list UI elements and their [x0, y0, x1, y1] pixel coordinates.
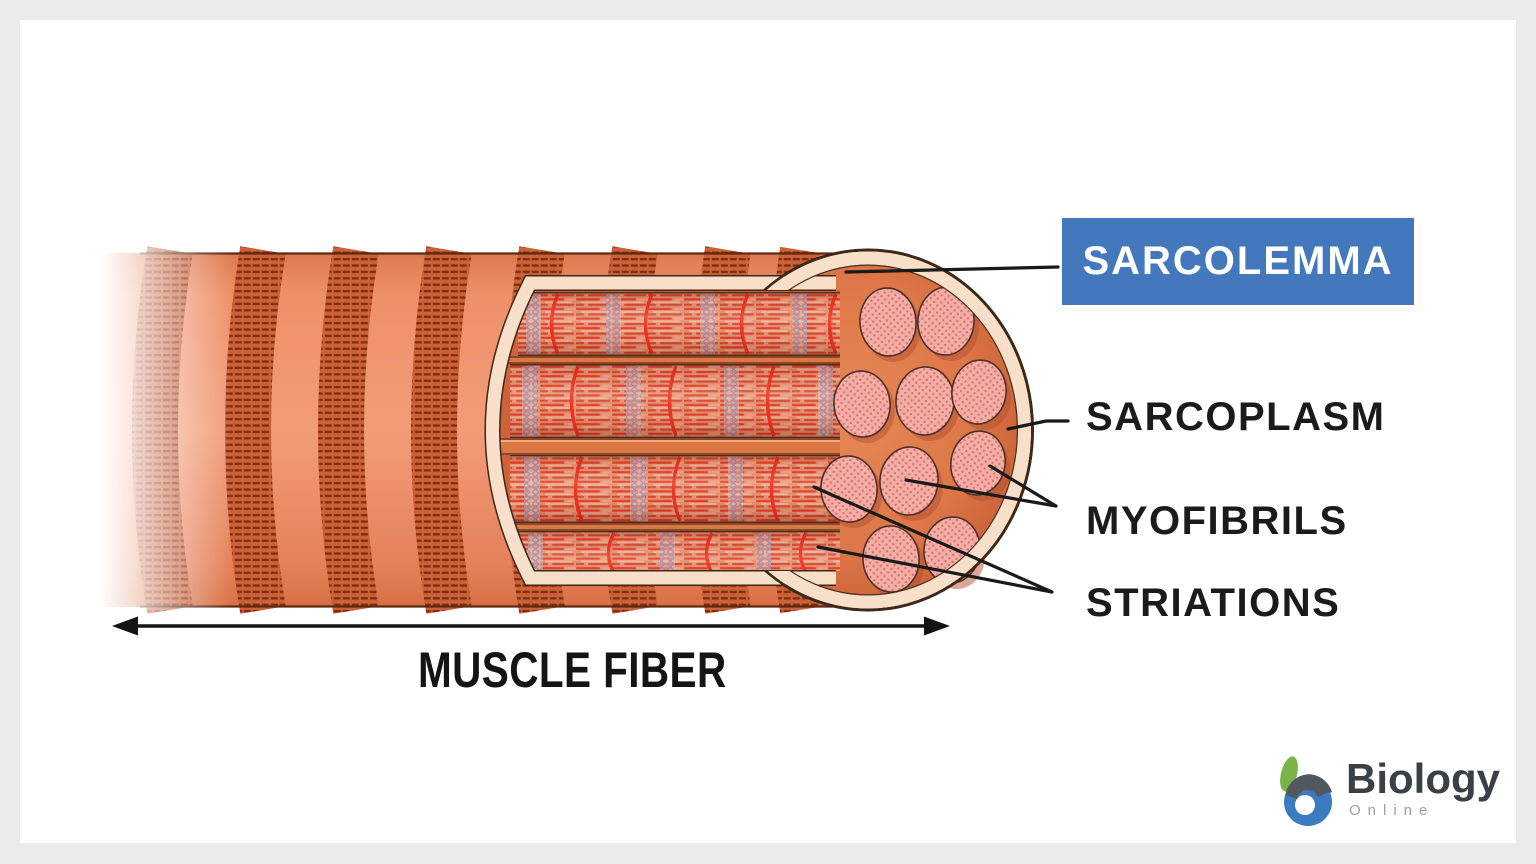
logo-brand-text: Biology: [1346, 755, 1500, 802]
myofibril-cross-sections: [820, 286, 1011, 598]
myofibril-cross-section: [917, 286, 979, 361]
muscle-fiber-label: MUSCLE FIBER: [418, 642, 727, 698]
row-divider: [498, 438, 840, 455]
logo-white-hole: [1295, 795, 1315, 815]
myofibril-cross-section: [895, 366, 959, 441]
cutaway-border: [484, 275, 836, 586]
myofibril-cross-section: [833, 370, 895, 443]
callout-striations: STRIATIONS: [1086, 581, 1341, 625]
myofibril-cross-section: [859, 287, 921, 362]
leader-sarcoplasm: [1006, 419, 1070, 431]
cutaway: [498, 290, 840, 571]
leader-sarcolemma: [844, 265, 1060, 274]
muscle-fiber-arrow: [112, 616, 950, 636]
myofibril-row: [514, 531, 840, 571]
myofibril-row: [510, 455, 840, 523]
myofibril-cross-section: [862, 525, 924, 598]
leader-myofibrils: [904, 464, 1058, 508]
biology-online-logo: Biology Online: [1274, 752, 1500, 830]
row-divider: [500, 356, 840, 364]
myofibril-cross-section: [950, 430, 1010, 501]
callout-myofibrils: MYOFIBRILS: [1086, 499, 1348, 543]
callout-sarcolemma: SARCOLEMMA: [1062, 218, 1414, 305]
callout-sarcoplasm: SARCOPLASM: [1086, 395, 1386, 439]
arrowhead-right: [924, 616, 950, 636]
myofibril-row: [518, 292, 840, 356]
row-divider: [500, 523, 840, 531]
logo-gray-swoosh-top: [1286, 774, 1331, 799]
leader-striations: [812, 485, 1054, 594]
myofibril-row: [510, 364, 840, 438]
biology-online-logo-icon: [1280, 756, 1332, 826]
arrowhead-left: [112, 616, 138, 636]
leader-lines: [812, 265, 1070, 594]
myofibril-cross-section: [951, 359, 1011, 430]
logo-subtitle-text: Online: [1349, 802, 1435, 819]
